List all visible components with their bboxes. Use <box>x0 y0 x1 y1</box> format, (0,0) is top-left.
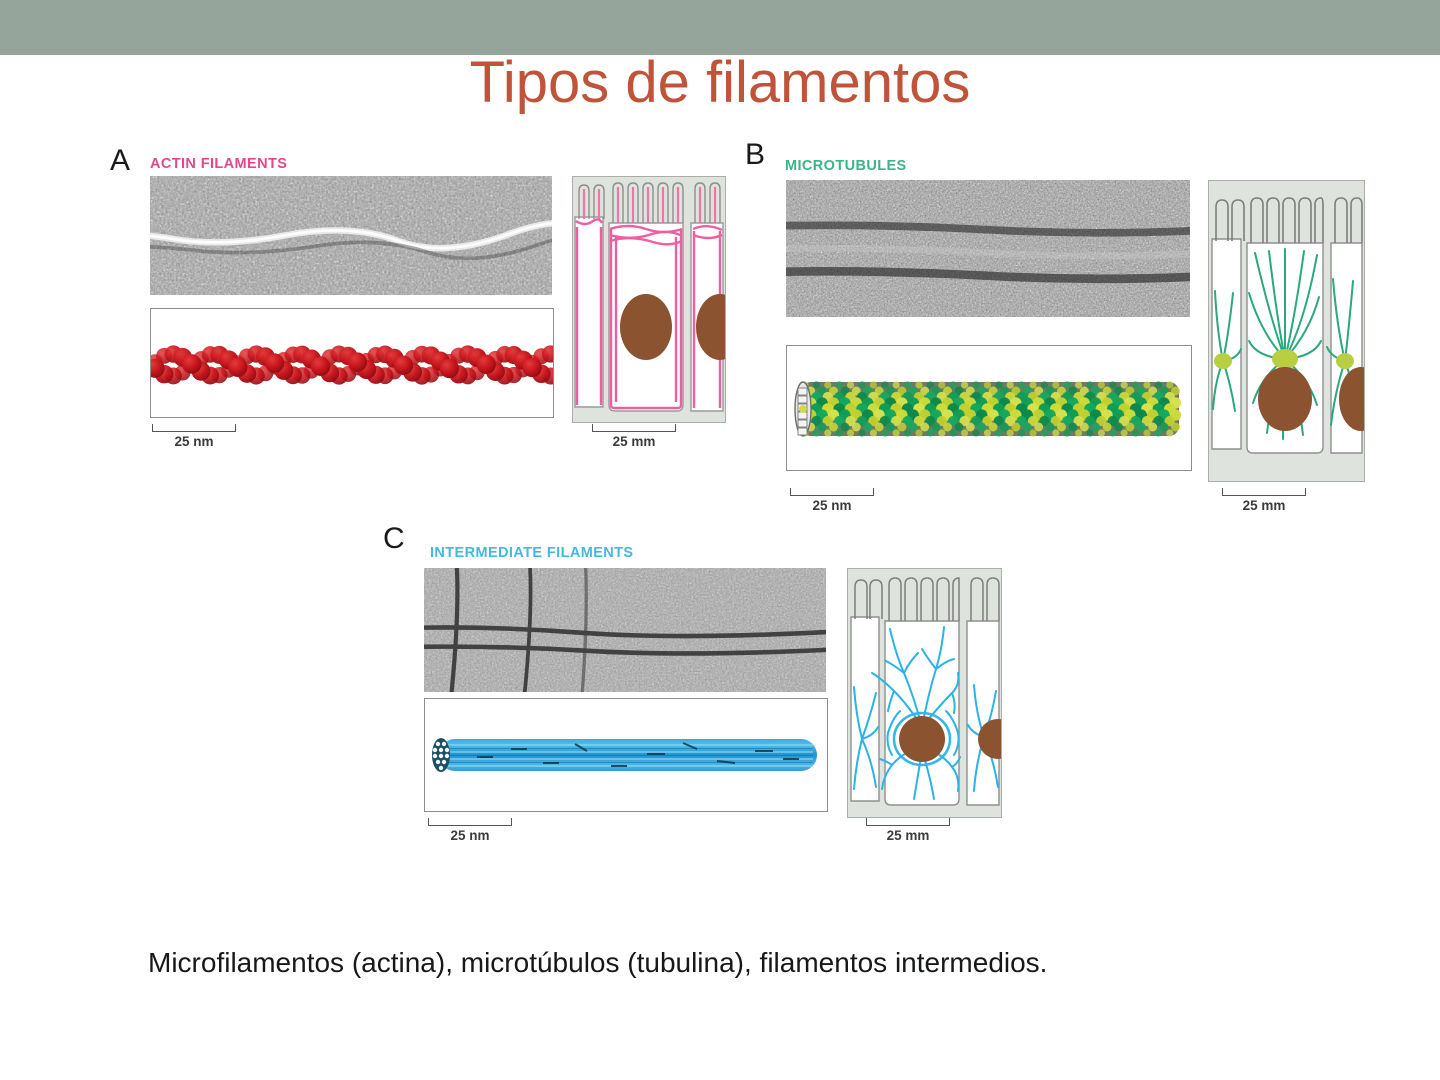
intermediate-rope-model <box>432 738 817 772</box>
actin-model-scale-label: 25 nm <box>174 434 214 449</box>
microtubule-cell-scale-label: 25 mm <box>1242 498 1286 513</box>
actin-micrograph-texture <box>150 176 552 295</box>
panel-intermediate: C INTERMEDIATE FILAMENTS <box>383 522 1002 844</box>
intermediate-model-box <box>424 698 828 812</box>
actin-model-scalebar: 25 nm <box>152 424 236 450</box>
panel-heading-actin: ACTIN FILAMENTS <box>150 156 288 172</box>
intermediate-cell-diagram <box>847 568 1002 818</box>
intermediate-model-scale-label: 25 nm <box>450 828 490 843</box>
panel-heading-intermediate: INTERMEDIATE FILAMENTS <box>430 545 634 561</box>
intermediate-model-scalebar: 25 nm <box>428 818 512 844</box>
microtubule-cell-svg <box>1211 197 1364 454</box>
slide-caption: Microfilamentos (actina), microtúbulos (… <box>148 947 1048 978</box>
centrosome <box>1214 353 1232 369</box>
microtubule-model-scale-label: 25 nm <box>812 498 852 513</box>
microtubule-micrograph <box>786 180 1190 317</box>
intermediate-micrograph <box>424 568 826 692</box>
actin-cell-svg <box>574 182 725 412</box>
panel-microtubules: B MICROTUBULES <box>745 138 1365 514</box>
actin-cell-scale-label: 25 mm <box>612 434 656 449</box>
microtubule-model-scalebar: 25 nm <box>790 488 874 514</box>
nucleus <box>620 294 672 360</box>
nucleus <box>978 719 1001 759</box>
actin-cell-scalebar: 25 mm <box>592 424 676 450</box>
nucleus <box>696 294 725 360</box>
actin-model-box <box>150 308 554 418</box>
microtubule-model-box <box>786 345 1192 471</box>
intermediate-cell-scalebar: 25 mm <box>866 818 950 844</box>
actin-helix-model <box>151 345 553 385</box>
nucleus <box>1258 367 1312 431</box>
panel-letter-a: A <box>110 144 131 177</box>
intermediate-cell-scale-label: 25 mm <box>886 828 930 843</box>
microtubule-micrograph-texture <box>786 180 1190 317</box>
header-band <box>0 0 1440 55</box>
intermediate-micrograph-texture <box>424 568 826 692</box>
panel-letter-c: C <box>383 522 405 555</box>
microtubule-cell-scalebar: 25 mm <box>1222 488 1306 514</box>
nucleus <box>1339 367 1364 431</box>
centrosome <box>1336 353 1354 369</box>
panel-actin: A ACTIN FILAMENTS <box>0 0 740 480</box>
page-title: Tipos de filamentos <box>469 50 971 115</box>
actin-micrograph <box>150 176 552 295</box>
panel-heading-microtubules: MICROTUBULES <box>785 158 907 174</box>
actin-cell-diagram <box>572 176 726 423</box>
intermediate-cell-svg <box>850 577 1001 806</box>
nucleus <box>899 716 945 762</box>
microtubule-cell-diagram <box>1208 180 1365 482</box>
panel-letter-b: B <box>745 138 766 171</box>
centrosome <box>1272 349 1298 369</box>
microtubule-model <box>794 381 1182 437</box>
